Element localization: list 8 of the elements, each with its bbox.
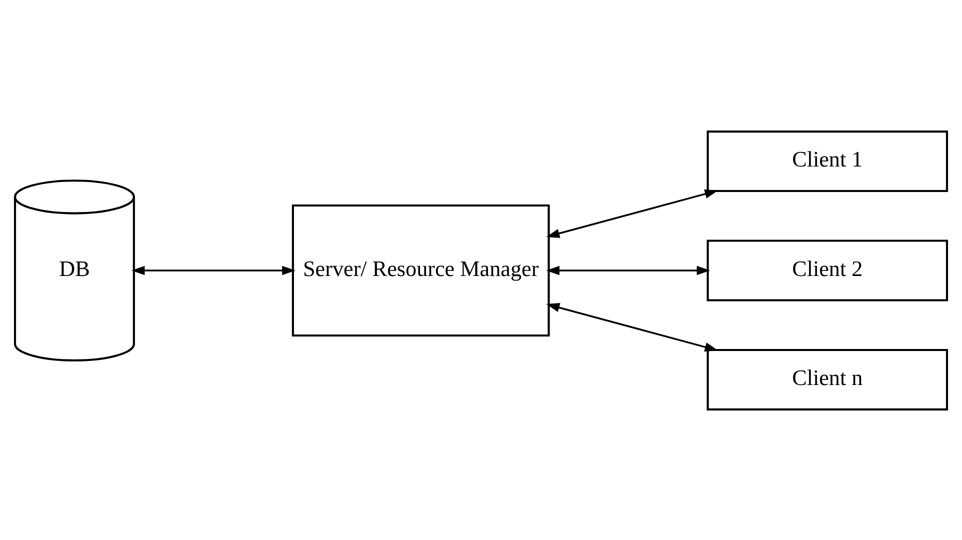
arrow — [546, 188, 718, 238]
node-box: Client 1 — [706, 130, 948, 192]
node-box: Server/ Resource Manager — [292, 204, 550, 336]
arrow — [546, 265, 710, 275]
arrow — [546, 302, 718, 352]
arrow — [131, 265, 296, 275]
node-box: Client 2 — [706, 239, 948, 301]
node-box: Client n — [706, 348, 948, 410]
